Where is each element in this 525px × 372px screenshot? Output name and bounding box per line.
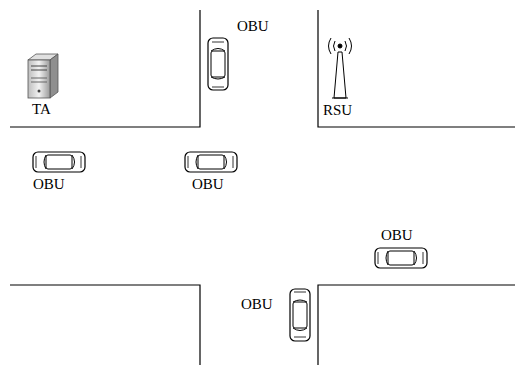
obu-label: OBU [381,228,413,243]
car-icon [208,38,228,90]
road-edges [10,10,515,365]
car-icon [375,248,427,268]
server-label: TA [32,102,51,117]
rsu-antenna-icon [329,38,352,98]
obu-label: OBU [237,19,269,34]
car-icon [290,289,310,341]
car-icon [33,152,85,172]
obu-label: OBU [241,297,273,312]
obu-label: OBU [33,177,65,192]
server-icon [28,54,58,98]
obu-label: OBU [192,177,224,192]
rsu-label: RSU [323,103,352,118]
car-icon [185,152,237,172]
